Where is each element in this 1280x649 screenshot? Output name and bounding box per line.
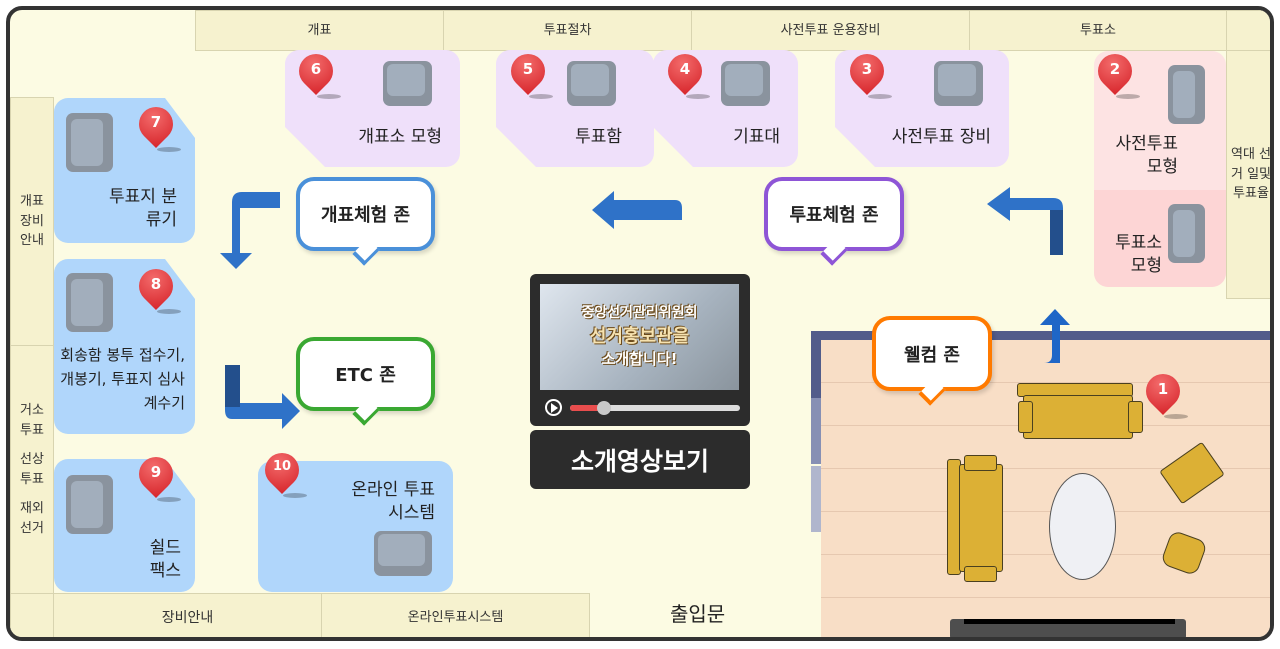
zone-etc-bubble[interactable]: ETC 존 <box>296 337 435 429</box>
wall <box>1163 331 1270 341</box>
arrow-up-icon <box>1040 309 1070 363</box>
pin-number: 1 <box>1157 380 1169 398</box>
thumbnail-text: 중앙선거관리위원회 <box>581 305 698 321</box>
arrow-down-icon <box>220 192 280 269</box>
equipment-icon <box>1168 65 1205 124</box>
equipment-icon <box>721 61 770 106</box>
equipment-icon <box>383 61 432 106</box>
station-3-card[interactable]: 사전투표 장비 <box>835 50 1009 167</box>
pin-9[interactable]: 9 <box>131 449 181 502</box>
entrance-label: 출입문 <box>670 602 726 626</box>
header-col-early-voting-equipment[interactable]: 사전투표 운용장비 <box>691 10 970 51</box>
zone-label: ETC 존 <box>335 365 396 386</box>
header-col-counting[interactable]: 개표 <box>195 10 444 51</box>
pin-number: 9 <box>150 463 162 481</box>
tv <box>964 619 1175 624</box>
pin-number: 3 <box>861 60 873 78</box>
station-label: 쉴드 팩스 <box>149 538 181 581</box>
zone-welcome-bubble[interactable]: 웰컴 존 <box>872 316 992 409</box>
wall <box>811 398 821 464</box>
left-col-counting-equipment[interactable]: 개표 장비 안내 <box>10 97 54 346</box>
sofa-arm <box>964 455 997 471</box>
pin-10[interactable]: 10 <box>257 445 307 498</box>
equipment-icon <box>567 61 616 106</box>
arrow-left-icon <box>592 191 682 229</box>
sofa <box>1023 395 1133 439</box>
station-label: 온라인 투표 시스템 <box>351 480 435 523</box>
pin-1[interactable]: 1 <box>1138 366 1188 419</box>
watch-intro-video-button[interactable]: 소개영상보기 <box>530 430 750 489</box>
pin-6[interactable]: 6 <box>291 46 341 99</box>
zone-label: 개표체험 존 <box>320 205 411 226</box>
flow-arrows <box>220 187 1070 429</box>
footer-equipment-guide[interactable]: 장비안내 <box>53 593 322 637</box>
pin-number: 10 <box>272 459 292 474</box>
equipment-icon <box>66 113 113 172</box>
station-label: 개표소 모형 <box>358 127 442 147</box>
equipment-icon <box>934 61 983 106</box>
arrow-right-icon <box>225 365 300 429</box>
left-col-special-voting: 거소 투표 선상 투표 재외 선거 <box>10 345 54 594</box>
ship-voting-label[interactable]: 선상 투표 <box>20 452 44 487</box>
equipment-icon <box>374 531 432 576</box>
pin-5[interactable]: 5 <box>503 46 553 99</box>
tv-stand <box>950 619 1186 637</box>
coffee-table <box>1049 473 1116 580</box>
zone-label: 투표체험 존 <box>789 205 879 226</box>
video-player[interactable]: 중앙선거관리위원회 선거홍보관을 소개합니다! <box>530 274 750 426</box>
header-col-polling-station[interactable]: 투표소 <box>969 10 1227 51</box>
equipment-icon <box>66 273 113 332</box>
pin-number: 8 <box>150 275 162 293</box>
pin-4[interactable]: 4 <box>660 46 710 99</box>
pin-7[interactable]: 7 <box>131 99 181 152</box>
overseas-voting-label[interactable]: 재외 선거 <box>20 501 44 536</box>
equipment-icon <box>1168 204 1205 263</box>
polling-station-model-card[interactable]: 투표소 모형 <box>1094 190 1226 287</box>
floor-map: 개표 투표절차 사전투표 운용장비 투표소 역대 선거 일및 투표율 개표 장비… <box>6 6 1274 641</box>
sofa-arm <box>1128 401 1143 433</box>
wall <box>811 466 821 532</box>
station-2-card[interactable]: 사전투표 모형 투표소 모형 <box>1094 51 1226 287</box>
station-label: 투표지 분류기 <box>109 187 177 230</box>
wall <box>811 331 1176 341</box>
station-label: 사전투표 장비 <box>891 127 991 147</box>
zone-label: 웰컴 존 <box>904 344 960 366</box>
pin-number: 7 <box>150 113 162 131</box>
pin-number: 4 <box>679 60 691 78</box>
thumbnail-text: 선거홍보관을 <box>589 326 690 347</box>
absentee-voting-label[interactable]: 거소 투표 <box>20 403 44 438</box>
play-icon[interactable] <box>545 399 562 416</box>
sofa <box>959 464 1003 572</box>
station-label: 사전투표 모형 <box>1115 134 1178 177</box>
header-corner <box>1226 10 1270 51</box>
video-thumbnail[interactable]: 중앙선거관리위원회 선거홍보관을 소개합니다! <box>540 284 739 390</box>
sofa-arm <box>964 566 997 582</box>
equipment-icon <box>66 475 113 534</box>
right-col-election-history[interactable]: 역대 선거 일및 투표율 <box>1226 50 1270 299</box>
thumbnail-text: 소개합니다! <box>601 350 678 368</box>
pin-number: 5 <box>522 60 534 78</box>
sofa-arm <box>1018 401 1033 433</box>
pin-2[interactable]: 2 <box>1090 46 1140 99</box>
zone-counting-bubble[interactable]: 개표체험 존 <box>296 177 435 269</box>
station-label: 회송함 봉투 접수기, 개봉기, 투표지 심사 계수기 <box>60 346 185 412</box>
progress-fill <box>570 405 604 411</box>
wall <box>811 331 821 398</box>
progress-handle[interactable] <box>597 401 611 415</box>
pin-number: 6 <box>310 60 322 78</box>
pin-3[interactable]: 3 <box>842 46 892 99</box>
pin-8[interactable]: 8 <box>131 261 181 314</box>
pin-number: 2 <box>1109 60 1121 78</box>
station-label: 기표대 <box>733 127 780 147</box>
video-progress-bar[interactable] <box>570 401 740 415</box>
footer-online-voting[interactable]: 온라인투표시스템 <box>321 593 590 637</box>
station-label: 투표함 <box>575 127 622 147</box>
station-label: 투표소 모형 <box>1115 233 1162 276</box>
arrow-left-icon <box>987 187 1063 255</box>
zone-voting-bubble[interactable]: 투표체험 존 <box>764 177 904 269</box>
